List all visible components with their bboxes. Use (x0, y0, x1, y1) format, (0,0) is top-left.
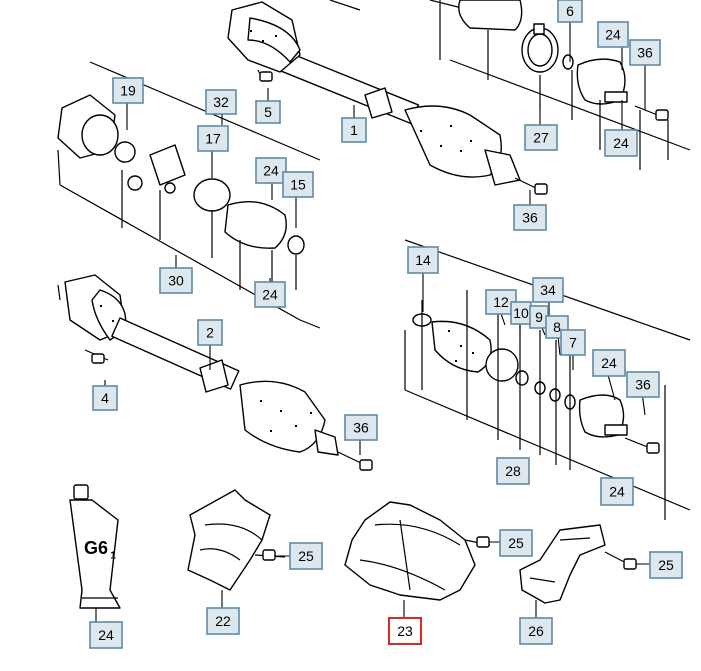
svg-text:4: 4 (101, 390, 109, 406)
label-part-2[interactable]: 2 (197, 319, 223, 346)
svg-text:10: 10 (513, 305, 529, 321)
label-part-25-a[interactable]: 25 (289, 542, 323, 570)
label-part-17[interactable]: 17 (197, 125, 229, 152)
label-part-5[interactable]: 5 (255, 100, 281, 124)
svg-text:5: 5 (264, 104, 272, 120)
label-part-27[interactable]: 27 (524, 124, 558, 151)
label-part-24-f[interactable]: 24 (600, 477, 634, 506)
label-part-25-b[interactable]: 25 (499, 529, 533, 557)
label-part-24-g[interactable]: 24 (89, 621, 123, 649)
svg-text:2: 2 (206, 325, 214, 341)
svg-text:25: 25 (508, 535, 524, 551)
svg-text:8: 8 (553, 319, 561, 335)
svg-text:24: 24 (613, 135, 629, 151)
label-part-34[interactable]: 34 (532, 277, 564, 303)
label-part-23-highlighted[interactable]: 23 (388, 617, 422, 645)
svg-text:22: 22 (215, 613, 231, 629)
label-part-19[interactable]: 19 (112, 77, 144, 104)
label-part-36-a[interactable]: 36 (629, 39, 661, 66)
svg-text:24: 24 (98, 627, 114, 643)
svg-text:23: 23 (397, 623, 413, 639)
label-part-24-d[interactable]: 24 (254, 281, 286, 308)
svg-text:36: 36 (635, 377, 651, 393)
svg-text:28: 28 (505, 463, 521, 479)
svg-text:7: 7 (569, 335, 577, 351)
label-part-1[interactable]: 1 (341, 117, 367, 143)
svg-text:9: 9 (535, 309, 543, 325)
label-part-36-d[interactable]: 36 (626, 371, 660, 398)
label-part-7[interactable]: 7 (560, 329, 586, 356)
heat-shield-22 (187, 489, 286, 591)
svg-text:24: 24 (262, 287, 278, 303)
label-part-24-e[interactable]: 24 (592, 349, 626, 377)
svg-text:24: 24 (605, 27, 621, 43)
svg-text:30: 30 (168, 273, 184, 289)
label-part-24-a[interactable]: 24 (597, 21, 629, 48)
label-part-6[interactable]: 6 (557, 0, 583, 23)
tube-marking: G6 (84, 538, 108, 558)
assembly-left-upper (57, 61, 321, 321)
label-part-24-b[interactable]: 24 (604, 129, 638, 157)
label-part-28[interactable]: 28 (496, 457, 530, 485)
leader-lines (95, 22, 650, 622)
svg-text:15: 15 (290, 177, 306, 193)
svg-text:34: 34 (540, 282, 556, 298)
label-part-24-c[interactable]: 24 (255, 157, 287, 184)
svg-text:12: 12 (493, 294, 509, 310)
svg-text:17: 17 (205, 131, 221, 147)
label-part-26[interactable]: 26 (519, 617, 553, 645)
svg-text:27: 27 (533, 130, 549, 146)
label-part-36-b[interactable]: 36 (513, 204, 547, 231)
parts-top-right (439, 0, 691, 170)
heat-shield-23 (344, 501, 491, 601)
svg-text:25: 25 (298, 548, 314, 564)
grease-tube: G6 1 (69, 484, 121, 609)
svg-text:19: 19 (120, 83, 136, 99)
tube-marking-suffix: 1 (110, 551, 116, 562)
svg-text:25: 25 (658, 557, 674, 573)
label-part-25-c[interactable]: 25 (649, 551, 683, 579)
svg-text:24: 24 (601, 355, 617, 371)
label-part-22[interactable]: 22 (206, 607, 240, 635)
label-part-30[interactable]: 30 (159, 267, 193, 294)
label-part-14[interactable]: 14 (407, 246, 439, 274)
svg-text:36: 36 (637, 45, 653, 61)
svg-text:26: 26 (528, 623, 544, 639)
svg-text:1: 1 (350, 122, 358, 138)
label-part-4[interactable]: 4 (92, 385, 118, 411)
svg-text:6: 6 (566, 3, 574, 19)
label-part-15[interactable]: 15 (282, 171, 314, 198)
svg-text:24: 24 (263, 163, 279, 179)
svg-text:32: 32 (213, 94, 229, 110)
bracket-26 (519, 524, 637, 604)
svg-text:14: 14 (415, 252, 431, 268)
label-part-10[interactable]: 10 (510, 301, 532, 325)
svg-text:36: 36 (353, 420, 369, 436)
drive-shaft-middle (57, 274, 373, 471)
label-part-32[interactable]: 32 (205, 89, 237, 115)
label-part-36-c[interactable]: 36 (344, 414, 378, 441)
svg-text:36: 36 (522, 210, 538, 226)
drive-shaft-top (227, 0, 548, 195)
svg-text:24: 24 (609, 484, 625, 500)
